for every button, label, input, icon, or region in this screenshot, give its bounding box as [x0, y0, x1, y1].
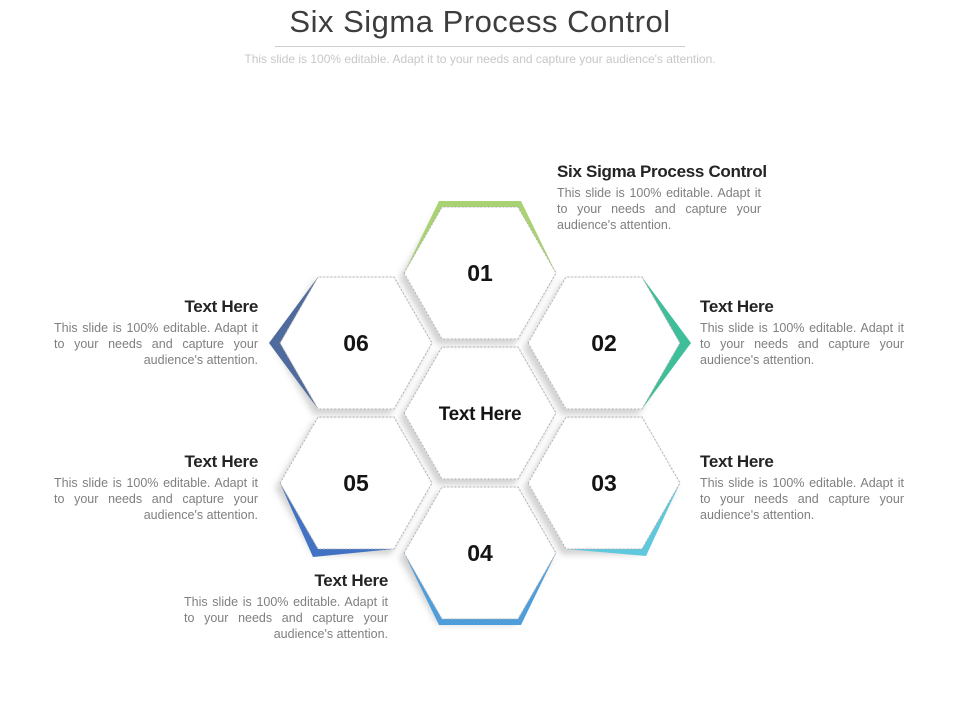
hexagon-06: 06 [269, 276, 433, 410]
callout-right-upper-body: This slide is 100% editable. Adapt it to… [700, 321, 904, 367]
callout-left-lower-body: This slide is 100% editable. Adapt it to… [54, 476, 258, 522]
hexagon-03: 03 [527, 416, 681, 556]
hexagon-02-accent [642, 277, 691, 409]
hexagon-06-accent [269, 277, 318, 409]
callout-right-upper-heading: Text Here [700, 297, 774, 316]
callout-left-upper-body: This slide is 100% editable. Adapt it to… [54, 321, 258, 367]
callout-right-lower-body: This slide is 100% editable. Adapt it to… [700, 476, 904, 522]
hexagon-02: 02 [527, 276, 691, 410]
hexagon-05-number: 05 [343, 470, 369, 496]
hexagon-04-number: 04 [467, 540, 493, 566]
callout-top-right-heading: Six Sigma Process Control [557, 162, 767, 181]
hexagon-03-accent [566, 483, 680, 556]
callout-top-right-body: This slide is 100% editable. Adapt it to… [557, 186, 761, 232]
callout-bottom-heading: Text Here [314, 571, 388, 590]
callout-bottom-body: This slide is 100% editable. Adapt it to… [184, 595, 388, 641]
callout-right-lower: Text Here This slide is 100% editable. A… [700, 452, 904, 523]
hexagon-center-shape [403, 346, 557, 480]
hexagon-04: 04 [403, 486, 557, 625]
callout-right-upper: Text Here This slide is 100% editable. A… [700, 297, 904, 368]
page-subtitle: This slide is 100% editable. Adapt it to… [244, 52, 716, 66]
callout-left-upper-heading: Text Here [184, 297, 258, 316]
callout-top-right: Six Sigma Process Control This slide is … [557, 162, 800, 233]
hexagon-05: 05 [279, 416, 433, 557]
callout-bottom: Text Here This slide is 100% editable. A… [184, 571, 388, 642]
hexagon-05-accent [280, 483, 394, 557]
hexagon-06-number: 06 [343, 330, 369, 356]
callout-left-lower-heading: Text Here [184, 452, 258, 471]
callout-right-lower-heading: Text Here [700, 452, 774, 471]
callout-left-upper: Text Here This slide is 100% editable. A… [54, 297, 258, 368]
hexagon-01-number: 01 [467, 260, 493, 286]
callout-left-lower: Text Here This slide is 100% editable. A… [54, 452, 258, 523]
title-divider [275, 46, 685, 47]
hexagon-center-label: Text Here [439, 404, 522, 425]
page-title: Six Sigma Process Control [289, 4, 671, 39]
hexagon-center: Text Here [403, 346, 557, 480]
hexagon-01: 01 [403, 201, 557, 340]
hexagon-02-number: 02 [591, 330, 617, 356]
hexagon-03-number: 03 [591, 470, 617, 496]
